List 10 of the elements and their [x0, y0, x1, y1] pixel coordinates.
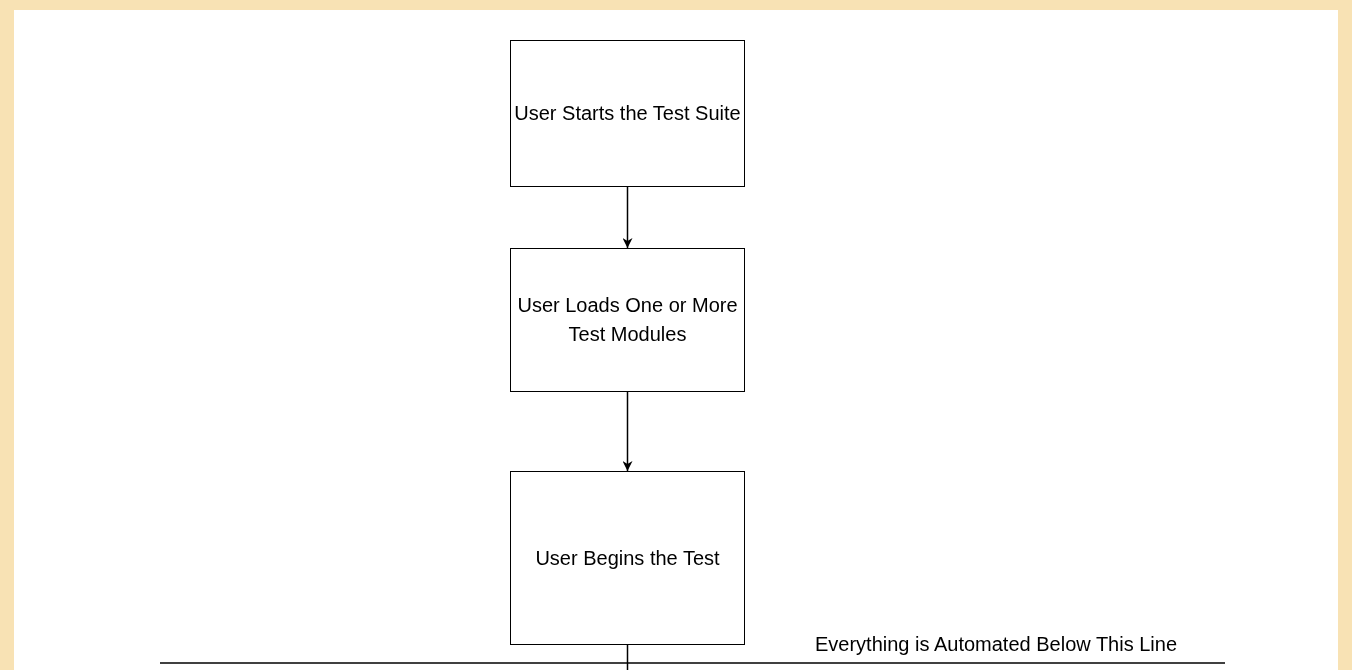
- connector-line: [626, 644, 629, 670]
- process-box: [510, 248, 745, 392]
- process-box: [510, 40, 745, 187]
- arrow: [622, 391, 633, 472]
- node-text: User Loads One or More Test Modules: [516, 293, 739, 347]
- process-box: [510, 471, 745, 645]
- arrow: [622, 186, 633, 249]
- node-text: User Begins the Test: [535, 545, 720, 571]
- node-text: User Starts the Test Suite: [514, 101, 741, 126]
- note-text: Everything is Automated Below This Line: [815, 633, 1178, 656]
